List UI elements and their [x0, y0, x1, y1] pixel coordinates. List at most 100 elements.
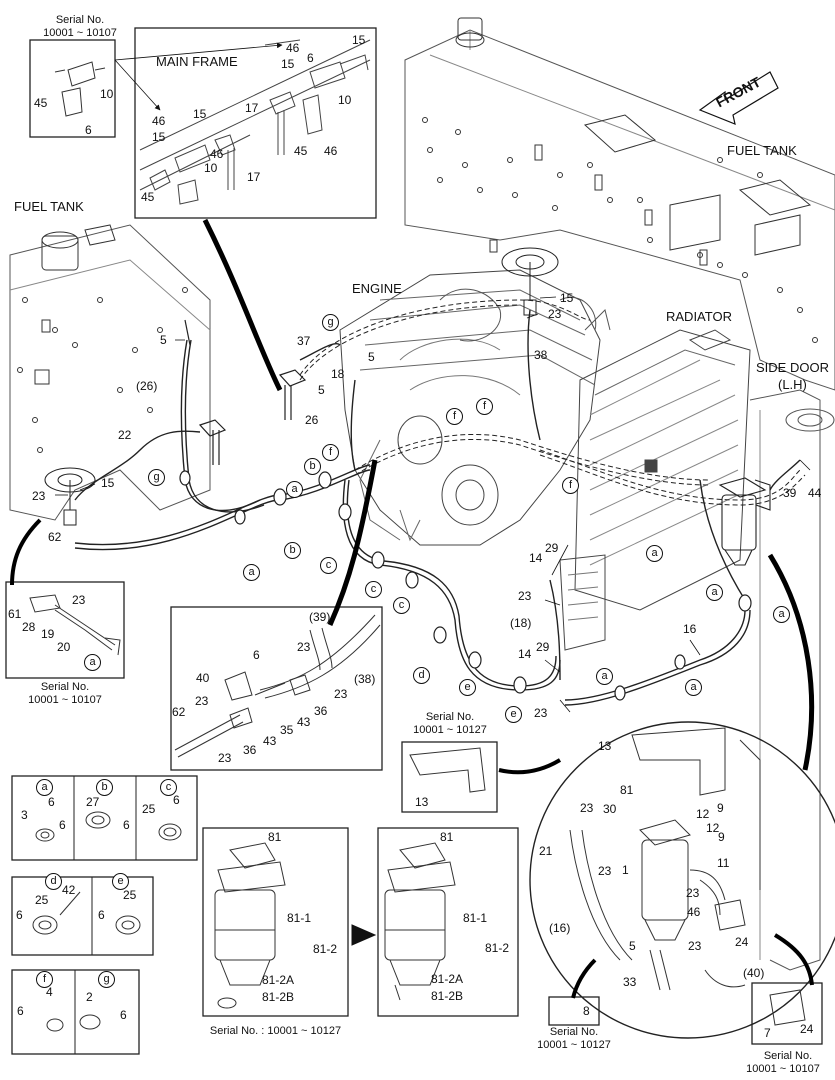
- part-label: 4: [46, 985, 53, 999]
- part-label: 29: [536, 640, 550, 654]
- part-label: 18: [331, 367, 345, 381]
- side-door: [749, 389, 835, 971]
- part-label: 24: [800, 1022, 814, 1036]
- callout-circle: d: [413, 667, 430, 684]
- part-label: 81-1: [463, 911, 488, 925]
- serial-top-left-line2: 10001 ~ 10107: [43, 27, 117, 39]
- part-label: 15: [101, 476, 115, 490]
- part-label: 6: [17, 1004, 24, 1018]
- part-label: 81: [268, 830, 282, 844]
- part-label: 61: [8, 607, 22, 621]
- callout-circle: a: [286, 481, 303, 498]
- part-label: 5: [629, 939, 636, 953]
- part-label: 25: [123, 888, 137, 902]
- part-label: 23: [598, 864, 612, 878]
- part-label: 46: [324, 144, 338, 158]
- serial-bottom-mid-line1: Serial No.: [549, 1026, 599, 1038]
- part-label: 16: [683, 622, 697, 636]
- part-label: 62: [172, 705, 186, 719]
- part-label: 81-1: [287, 911, 312, 925]
- clamp-art-fg: [46, 1014, 101, 1032]
- serial-inset-top: [29, 39, 116, 138]
- part-label: 6: [98, 908, 105, 922]
- callout-circle: c: [393, 597, 410, 614]
- part-label: 45: [141, 190, 155, 204]
- callout-circle: a: [706, 584, 723, 601]
- part-label: 7: [764, 1026, 771, 1040]
- part-label: 43: [263, 734, 277, 748]
- serial-bottom-right-line1: Serial No.: [763, 1050, 813, 1062]
- part-label: 30: [603, 802, 617, 816]
- part-label: 5: [160, 333, 167, 347]
- filter-new-inset: [377, 827, 519, 1017]
- detail-link-swoop-2: [327, 459, 378, 627]
- part-label: (40): [743, 966, 765, 980]
- serial-top-left-line1: Serial No.: [55, 14, 105, 26]
- part-label: 23: [580, 801, 594, 815]
- callout-circle: g: [148, 469, 165, 486]
- clamp-header-f: f: [36, 971, 53, 988]
- callout-circle: a: [773, 606, 790, 623]
- part-label: (26): [136, 379, 158, 393]
- main-frame-art: [139, 39, 371, 205]
- clamp-header-g: g: [98, 971, 115, 988]
- detail-link-swoop-3: [767, 553, 815, 771]
- part-label: 23: [218, 751, 232, 765]
- part-label: 46: [152, 114, 166, 128]
- clamp-header-e: e: [112, 873, 129, 890]
- clamp-art-abc: [35, 811, 182, 842]
- front-arrow-icon: [698, 71, 779, 125]
- part-label: 6: [253, 648, 260, 662]
- part-label: 23: [534, 706, 548, 720]
- part-label: 26: [305, 413, 319, 427]
- hidden-pipes: [299, 299, 806, 506]
- part-label: 45: [294, 144, 308, 158]
- clamp-header-d: d: [45, 873, 62, 890]
- part-label: 3: [21, 808, 28, 822]
- return-fittings: [184, 319, 307, 465]
- serial-mid-left-line1: Serial No.: [40, 681, 90, 693]
- part-label: 81-2: [313, 942, 338, 956]
- tank-fitting-left: [44, 467, 96, 526]
- serial-bottom-right-line2: 10001 ~ 10107: [746, 1063, 820, 1075]
- part-label: 10: [204, 161, 218, 175]
- part-label: (39): [309, 610, 331, 624]
- part-label: 23: [195, 694, 209, 708]
- part-label: 81-2B: [262, 990, 295, 1004]
- part-label: (38): [354, 672, 376, 686]
- callout-circle: e: [505, 706, 522, 723]
- serial-bottom-mid-line2: 10001 ~ 10127: [537, 1039, 611, 1051]
- part-label: 6: [16, 908, 23, 922]
- part-label: 19: [41, 627, 55, 641]
- part-label: 23: [518, 589, 532, 603]
- heading-side-door-lh: (L.H): [778, 377, 807, 392]
- callout-circle: f: [476, 398, 493, 415]
- part-label: 44: [808, 486, 822, 500]
- fuel-filter-installed: [718, 477, 771, 566]
- part-label: 12: [706, 821, 720, 835]
- serial-bracket-line1: Serial No.: [425, 711, 475, 723]
- part-label: 25: [142, 802, 156, 816]
- part-label: 25: [35, 893, 49, 907]
- callout-circle: f: [446, 408, 463, 425]
- part-label: 24: [735, 935, 749, 949]
- heading-side-door: SIDE DOOR: [756, 360, 829, 375]
- callout-circle: a: [685, 679, 702, 696]
- serial-mid-left-line2: 10001 ~ 10107: [28, 694, 102, 706]
- part-label: 81: [620, 783, 634, 797]
- detail-link-swoop-1: [202, 218, 283, 392]
- part-label: 15: [193, 107, 207, 121]
- part-label: 21: [539, 844, 553, 858]
- heading-main-frame: MAIN FRAME: [156, 54, 238, 69]
- clamp-box-abc: [11, 775, 198, 861]
- filter-old-art: [214, 842, 286, 1009]
- part-label: (18): [510, 616, 532, 630]
- part-label: 2: [86, 990, 93, 1004]
- connector-detail-inset: [170, 606, 383, 771]
- clamp-header-c: c: [160, 779, 177, 796]
- part-label: 37: [297, 334, 311, 348]
- part-label: 81-2B: [431, 989, 464, 1003]
- part-label: 42: [62, 883, 76, 897]
